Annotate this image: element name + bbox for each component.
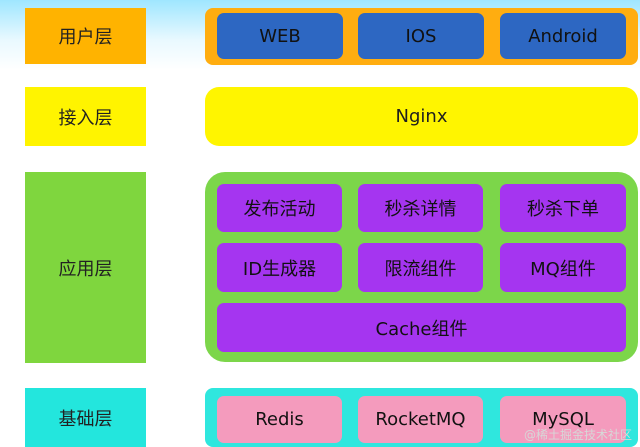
layer-label-user: 用户层 [25, 8, 146, 64]
seckill-order-box: 秒杀下单 [500, 184, 626, 232]
mq-component-box: MQ组件 [500, 243, 626, 292]
access-layer-panel: Nginx [205, 87, 638, 146]
user-layer-panel: WEB IOS Android [205, 8, 638, 65]
ios-box: IOS [358, 13, 484, 59]
app-layer-panel: 发布活动 秒杀详情 秒杀下单 ID生成器 限流组件 MQ组件 Cache组件 [205, 172, 638, 362]
publish-activity-box: 发布活动 [217, 184, 342, 232]
redis-box: Redis [217, 396, 342, 443]
nginx-label: Nginx [395, 106, 448, 127]
mysql-box: MySQL [500, 396, 626, 443]
web-box: WEB [217, 13, 343, 59]
layer-label-access: 接入层 [25, 87, 146, 146]
id-generator-box: ID生成器 [217, 243, 342, 292]
layer-label-base: 基础层 [25, 388, 146, 447]
rate-limit-box: 限流组件 [358, 243, 483, 292]
layer-label-app: 应用层 [25, 172, 146, 363]
android-box: Android [500, 13, 626, 59]
cache-component-box: Cache组件 [217, 303, 626, 352]
rocketmq-box: RocketMQ [358, 396, 483, 443]
base-layer-panel: Redis RocketMQ MySQL [205, 388, 638, 447]
seckill-detail-box: 秒杀详情 [358, 184, 483, 232]
